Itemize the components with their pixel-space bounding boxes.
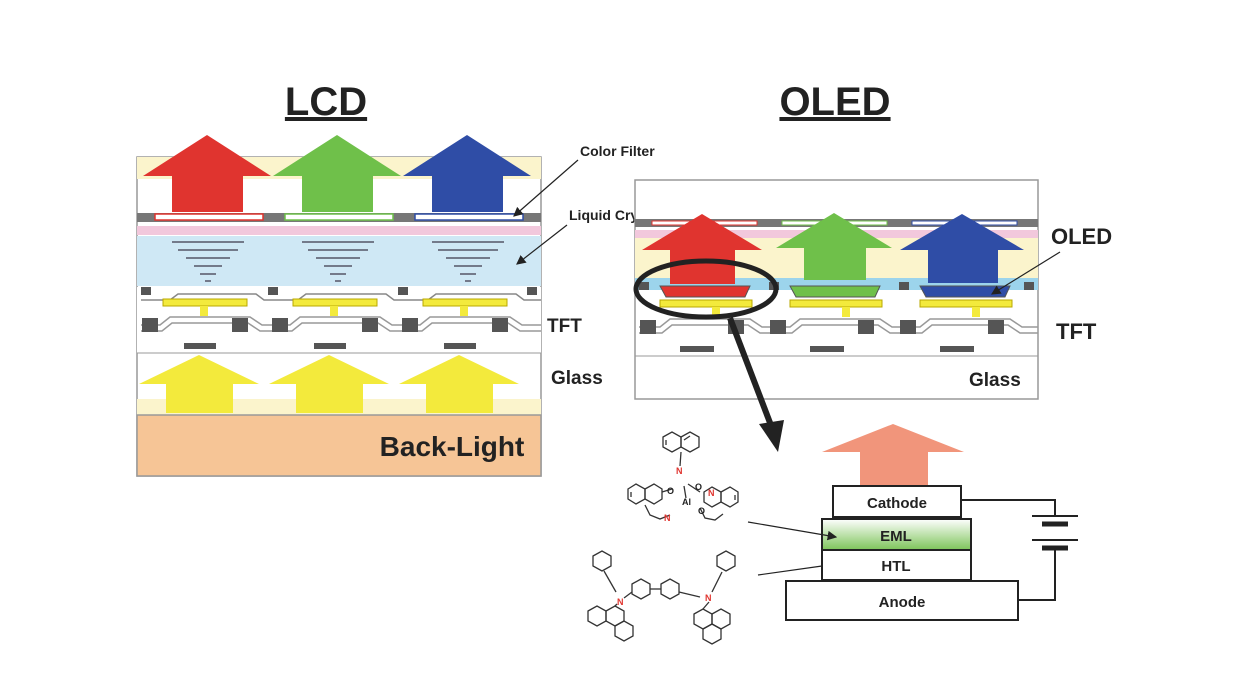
zoom-arrow-line	[727, 316, 775, 430]
eml-label: EML	[880, 528, 912, 545]
oled-tft-label: TFT	[1056, 319, 1097, 344]
oled-panel: OLED Glass TFT OLED	[633, 80, 1112, 452]
lcd-green-arrow	[273, 135, 401, 212]
lcd-backlight	[136, 414, 542, 477]
anode-layer	[785, 580, 1019, 621]
npb-n-atom-1: N	[617, 597, 624, 607]
lcd-panel: LCD	[136, 80, 662, 477]
cathode-label: Cathode	[867, 495, 927, 512]
oled-stack-detail: Cathode EML HTL Anode	[747, 424, 1078, 621]
npb-n-atom-2: N	[705, 593, 712, 603]
lcd-yellow-arrow-3	[399, 355, 519, 413]
lcd-polarizer	[137, 226, 541, 235]
lcd-tft-layer	[137, 287, 541, 354]
lcd-liquid-crystal-layer	[137, 236, 541, 286]
htl-label: HTL	[881, 558, 910, 575]
oled-title: OLED	[779, 80, 890, 124]
lcd-green-filter	[284, 213, 394, 221]
oled-green-emitter	[789, 285, 881, 298]
lcd-tft-label: TFT	[547, 316, 582, 337]
oled-red-emitter	[659, 285, 751, 298]
alq3-o-atom-1: O	[667, 486, 674, 496]
lcd-red-arrow	[143, 135, 271, 212]
alq3-al-atom: Al	[682, 497, 691, 507]
emission-arrow	[822, 424, 964, 486]
lcd-color-filter-label: Color Filter	[580, 143, 655, 159]
lcd-liquid-crystal-pointer	[516, 224, 568, 265]
oled-label-pointer	[990, 251, 1061, 295]
npb-molecule	[587, 550, 736, 645]
lcd-blue-arrow	[403, 135, 531, 212]
lcd-crystal-molecules	[172, 241, 504, 282]
alq3-n-atom-1: N	[676, 466, 683, 476]
lcd-color-filter-pointer	[513, 159, 579, 217]
lcd-yellow-arrow-2	[269, 355, 389, 413]
anode-label: Anode	[879, 594, 926, 611]
lcd-blue-filter	[414, 213, 524, 221]
oled-green-arrow	[776, 213, 892, 280]
lcd-backlight-label: Back-Light	[380, 431, 525, 462]
alq3-o-atom-3: O	[698, 506, 705, 516]
cathode-layer	[832, 485, 962, 518]
oled-label: OLED	[1051, 224, 1112, 249]
alq3-molecule	[627, 431, 739, 521]
alq3-o-atom-2: O	[695, 482, 702, 492]
alq3-n-atom-2: N	[664, 513, 671, 523]
alq3-n-atom-3: N	[708, 488, 715, 498]
oled-blue-emitter	[919, 285, 1011, 298]
zoom-arrow-head	[759, 420, 784, 452]
eml-layer	[821, 518, 972, 551]
lcd-yellow-arrow-1	[139, 355, 259, 413]
htl-layer	[821, 549, 972, 581]
oled-blue-arrow	[900, 214, 1024, 283]
zoom-ellipse	[633, 258, 779, 320]
lcd-title: LCD	[285, 80, 367, 124]
htl-molecule-pointer	[757, 565, 823, 576]
oled-tft-layer	[635, 282, 1038, 357]
lcd-glass-label: Glass	[551, 368, 603, 389]
lcd-red-filter	[154, 213, 264, 221]
eml-molecule-pointer	[747, 521, 838, 541]
circuit-wire-bottom	[1018, 548, 1056, 601]
circuit-wire-top	[961, 499, 1056, 516]
oled-glass-label: Glass	[969, 370, 1021, 391]
